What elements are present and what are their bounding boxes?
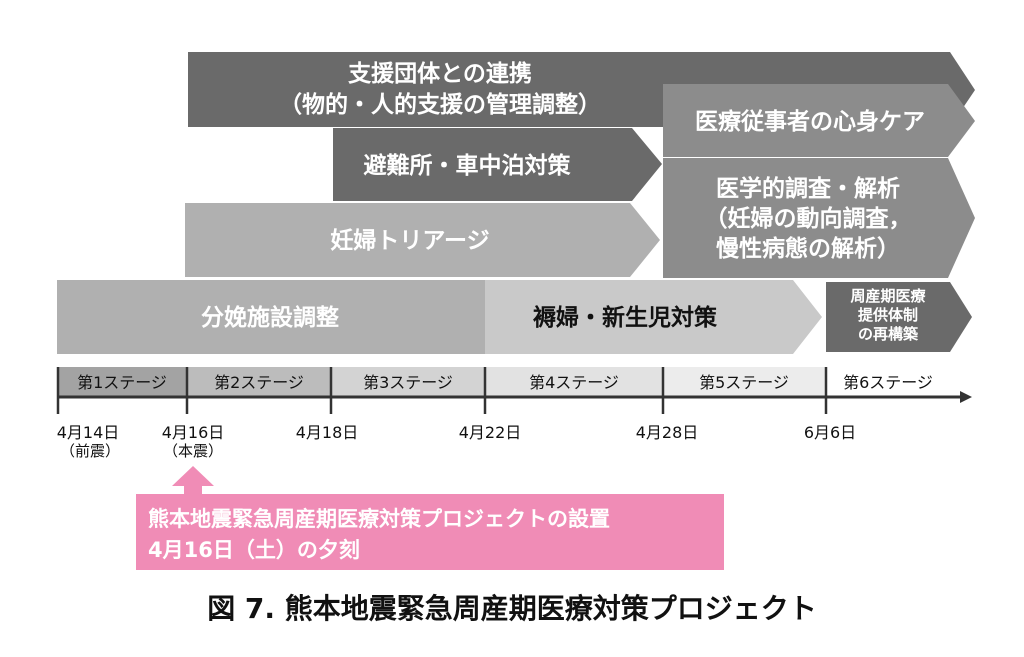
stage-5 (663, 367, 826, 397)
bar-delivery-coordination (57, 280, 485, 354)
callout-line1: 熊本地震緊急周産期医療対策プロジェクトの設置 (148, 507, 610, 531)
bar-medical-survey-line3: 慢性病態の解析） (716, 235, 900, 262)
bar-rebuild-line1: 周産期医療 (850, 287, 926, 305)
stage-2-label: 第2ステージ (214, 373, 304, 392)
timeline-arrowhead (960, 391, 972, 403)
bar-staff-care-label: 医療従事者の心身ケア (695, 108, 925, 135)
bar-postpartum-label: 褥婦・新生児対策 (532, 304, 718, 331)
stage-6-label: 第6ステージ (843, 373, 933, 392)
stage-5-label: 第5ステージ (699, 373, 789, 392)
date-4-label: 4月22日 (459, 423, 522, 442)
callout-arrow (172, 466, 214, 494)
timeline-ticks (56, 367, 828, 414)
bar-support-groups-line1: 支援団体との連携 (347, 60, 532, 87)
bar-postpartum (485, 280, 822, 354)
stage-3 (331, 367, 485, 397)
date-2-sub: （本震） (163, 442, 223, 460)
date-2-label: 4月16日 (162, 423, 225, 442)
stage-1 (58, 367, 187, 397)
date-1-label: 4月14日 (57, 423, 120, 442)
stage-2 (187, 367, 331, 397)
bar-triage (185, 203, 660, 277)
stage-6 (826, 367, 950, 397)
callout-box (136, 494, 724, 570)
date-3-label: 4月18日 (296, 423, 359, 442)
bar-staff-care (663, 84, 975, 157)
date-6-label: 6月6日 (804, 423, 856, 442)
bar-shelter (333, 128, 662, 201)
callout-line2: 4月16日（土）の夕刻 (148, 538, 360, 562)
bar-support-groups-line2: （物的・人的支援の管理調整） (279, 91, 601, 118)
bar-rebuild (826, 282, 972, 352)
bar-medical-survey-line1: 医学的調査・解析 (716, 175, 900, 202)
stage-band: 第1ステージ 第2ステージ 第3ステージ 第4ステージ 第5ステージ 第6ステー… (58, 367, 950, 397)
stage-4-label: 第4ステージ (529, 373, 619, 392)
bar-triage-label: 妊婦トリアージ (330, 227, 489, 254)
date-1-sub: （前震） (60, 442, 120, 460)
stage-3-label: 第3ステージ (363, 373, 453, 392)
stage-1-label: 第1ステージ (77, 373, 167, 392)
bar-rebuild-line2: 提供体制 (858, 306, 918, 324)
date-5-label: 4月28日 (636, 423, 699, 442)
bar-rebuild-line3: の再構築 (858, 325, 919, 343)
figure-caption: 図 7. 熊本地震緊急周産期医療対策プロジェクト (207, 592, 817, 625)
stage-4 (485, 367, 663, 397)
bar-medical-survey (663, 158, 975, 278)
bar-medical-survey-line2: （妊婦の動向調査， (705, 205, 912, 232)
bar-delivery-coordination-label: 分娩施設調整 (201, 304, 339, 331)
bar-shelter-label: 避難所・車中泊対策 (364, 152, 572, 179)
